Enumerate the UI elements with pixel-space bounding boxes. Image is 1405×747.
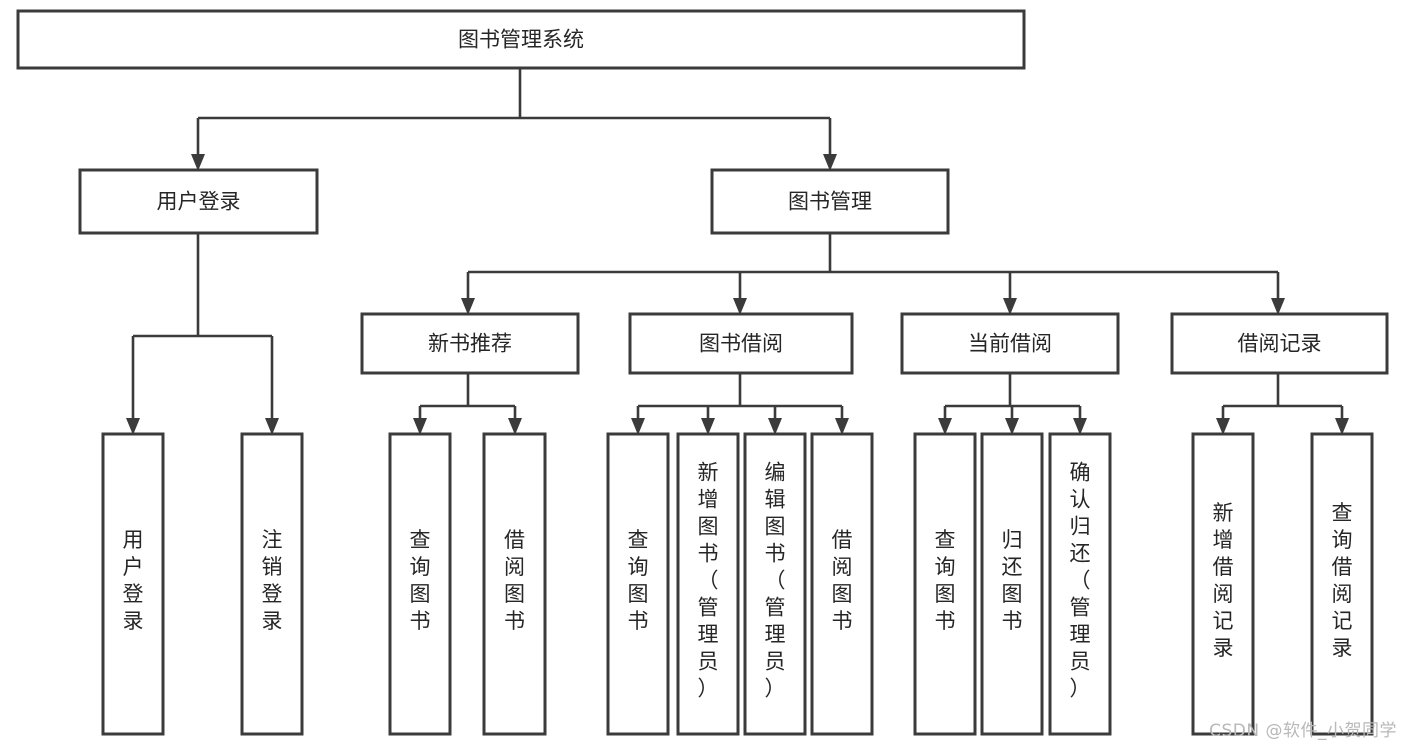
- node-box-user-login[interactable]: [78, 168, 319, 235]
- node-book-borrow[interactable]: 图书借阅: [628, 312, 854, 375]
- arrow-head-icon: [733, 298, 747, 315]
- node-label-leaf-return-book: 归还图书: [1002, 528, 1023, 633]
- node-leaf-user-login[interactable]: 用户登录: [101, 432, 165, 736]
- node-box-book-borrow[interactable]: [628, 312, 854, 375]
- node-leaf-edit-book[interactable]: 编辑图书（管理员）: [743, 432, 807, 736]
- node-box-new-book-recommend[interactable]: [360, 312, 580, 375]
- arrow-head-icon: [126, 418, 140, 435]
- connector-group-book-manage-to-level3: [466, 233, 1280, 299]
- node-leaf-query-book-3[interactable]: 查询图书: [913, 432, 977, 736]
- node-leaf-query-record[interactable]: 查询借阅记录: [1310, 432, 1374, 736]
- node-leaf-return-book[interactable]: 归还图书: [980, 432, 1044, 736]
- node-label-leaf-query-record: 查询借阅记录: [1332, 501, 1353, 660]
- connector-layer: [126, 68, 1349, 435]
- node-user-login[interactable]: 用户登录: [78, 168, 319, 235]
- node-label-leaf-borrow-book-2: 借阅图书: [832, 528, 853, 633]
- node-label-borrow-record: 借阅记录: [1238, 332, 1322, 356]
- node-book-manage[interactable]: 图书管理: [710, 168, 950, 235]
- node-label-current-borrow: 当前借阅: [968, 332, 1052, 356]
- arrow-head-icon: [413, 418, 427, 435]
- arrow-head-icon: [1073, 418, 1087, 435]
- node-label-leaf-logout: 注销登录: [262, 528, 283, 633]
- node-box-leaf-query-book-1[interactable]: [388, 432, 452, 736]
- arrow-head-icon: [1335, 418, 1349, 435]
- node-label-leaf-add-book: 新增图书（管理员）: [698, 461, 719, 701]
- node-leaf-query-book-2[interactable]: 查询图书: [606, 432, 670, 736]
- node-label-root: 图书管理系统: [458, 28, 584, 52]
- node-layer: 图书管理系统用户登录图书管理新书推荐图书借阅当前借阅借阅记录用户登录注销登录查询…: [16, 9, 1389, 736]
- node-box-book-manage[interactable]: [710, 168, 950, 235]
- node-box-leaf-borrow-book-2[interactable]: [810, 432, 874, 736]
- node-box-leaf-query-book-3[interactable]: [913, 432, 977, 736]
- arrow-head-icon: [508, 418, 522, 435]
- node-label-leaf-edit-book: 编辑图书（管理员）: [765, 461, 786, 701]
- node-leaf-borrow-book-1[interactable]: 借阅图书: [482, 432, 547, 736]
- node-label-book-manage: 图书管理: [788, 190, 872, 214]
- node-box-leaf-add-record[interactable]: [1191, 432, 1255, 736]
- arrow-head-icon: [938, 418, 952, 435]
- connector-group-borrow-to-leaves: [636, 373, 844, 419]
- node-box-leaf-query-record[interactable]: [1310, 432, 1374, 736]
- arrow-head-icon: [1005, 418, 1019, 435]
- arrow-head-icon: [1271, 298, 1285, 315]
- connector-group-recommend-to-leaves: [418, 373, 517, 419]
- node-label-new-book-recommend: 新书推荐: [428, 332, 512, 356]
- node-label-leaf-query-book-1: 查询图书: [410, 528, 431, 633]
- node-box-borrow-record[interactable]: [1170, 312, 1389, 375]
- node-box-leaf-query-book-2[interactable]: [606, 432, 670, 736]
- node-label-leaf-confirm-return: 确认归还（管理员）: [1070, 461, 1091, 701]
- arrow-head-icon: [835, 418, 849, 435]
- arrow-head-icon: [1003, 298, 1017, 315]
- node-label-book-borrow: 图书借阅: [699, 332, 783, 356]
- node-leaf-borrow-book-2[interactable]: 借阅图书: [810, 432, 874, 736]
- node-box-current-borrow[interactable]: [900, 312, 1120, 375]
- node-leaf-logout[interactable]: 注销登录: [240, 432, 304, 736]
- node-box-leaf-confirm-return[interactable]: [1048, 432, 1112, 736]
- arrow-head-icon: [701, 418, 715, 435]
- node-box-leaf-add-book[interactable]: [676, 432, 740, 736]
- node-label-leaf-add-record: 新增借阅记录: [1213, 501, 1234, 660]
- node-leaf-query-book-1[interactable]: 查询图书: [388, 432, 452, 736]
- node-label-leaf-query-book-2: 查询图书: [628, 528, 649, 633]
- node-box-leaf-borrow-book-1[interactable]: [482, 432, 547, 736]
- node-label-leaf-user-login: 用户登录: [123, 528, 144, 633]
- node-box-leaf-edit-book[interactable]: [743, 432, 807, 736]
- arrow-head-icon: [823, 154, 837, 171]
- node-box-leaf-user-login[interactable]: [101, 432, 165, 736]
- node-label-leaf-borrow-book-1: 借阅图书: [504, 528, 525, 633]
- connector-group-record-to-leaves: [1221, 373, 1344, 419]
- arrow-head-icon: [265, 418, 279, 435]
- connector-group-root-to-level2: [196, 68, 832, 155]
- node-current-borrow[interactable]: 当前借阅: [900, 312, 1120, 375]
- arrow-head-icon: [768, 418, 782, 435]
- connector-group-current-to-leaves: [943, 373, 1082, 419]
- node-box-leaf-return-book[interactable]: [980, 432, 1044, 736]
- node-new-book-recommend[interactable]: 新书推荐: [360, 312, 580, 375]
- node-box-root[interactable]: [16, 9, 1026, 70]
- arrow-head-icon: [1216, 418, 1230, 435]
- node-borrow-record[interactable]: 借阅记录: [1170, 312, 1389, 375]
- node-root[interactable]: 图书管理系统: [16, 9, 1026, 70]
- arrow-head-icon: [461, 298, 475, 315]
- node-box-leaf-logout[interactable]: [240, 432, 304, 736]
- arrow-head-icon: [631, 418, 645, 435]
- node-leaf-confirm-return[interactable]: 确认归还（管理员）: [1048, 432, 1112, 736]
- connector-group-user-login-to-leaves: [131, 233, 274, 419]
- node-label-user-login: 用户登录: [157, 190, 241, 214]
- node-label-leaf-query-book-3: 查询图书: [935, 528, 956, 633]
- arrow-head-icon: [191, 154, 205, 171]
- node-leaf-add-record[interactable]: 新增借阅记录: [1191, 432, 1255, 736]
- node-leaf-add-book[interactable]: 新增图书（管理员）: [676, 432, 740, 736]
